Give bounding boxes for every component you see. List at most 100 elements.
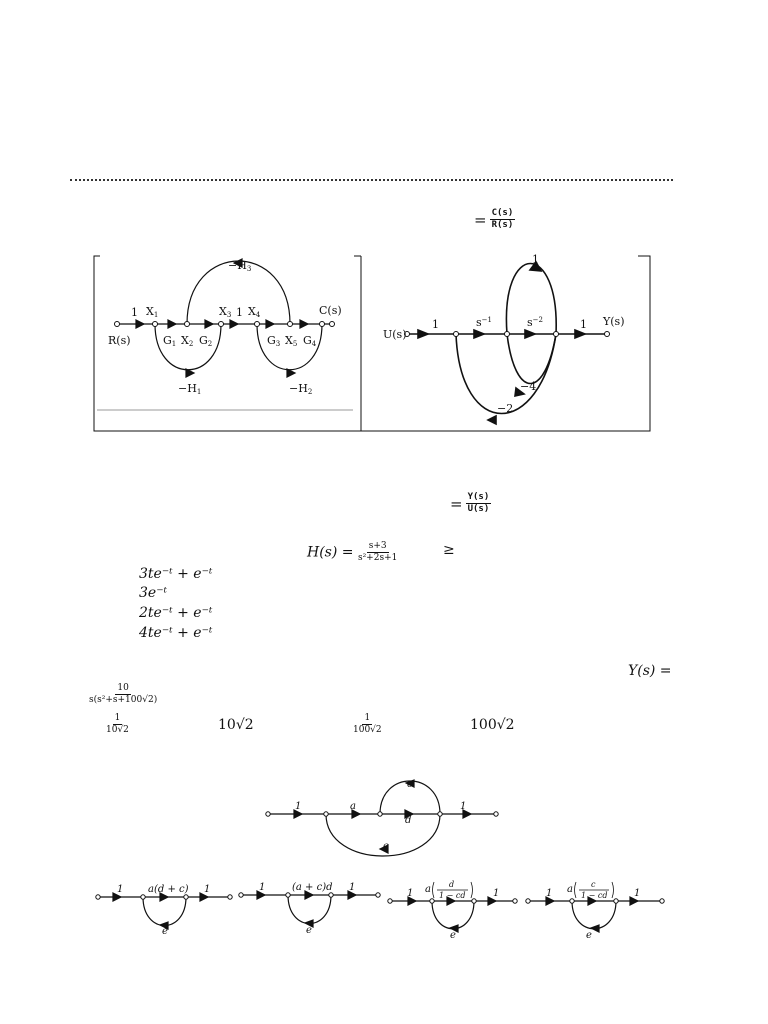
q5-main-c: c xyxy=(407,779,413,790)
q5-opt4-gain-num: c xyxy=(591,880,596,889)
q5-opt4-gain-a: a xyxy=(567,884,573,895)
q4-option-d[interactable]: 100√2 xyxy=(470,717,515,733)
q4-option-b[interactable]: 10√2 xyxy=(218,717,254,733)
q5-opt4-e: e xyxy=(586,930,592,941)
q5-opt4-gain-den: 1 − cd xyxy=(581,891,607,900)
q5-option-2-graph[interactable]: 1 (a + c)d 1 e xyxy=(238,882,381,936)
q5-opt1-e: e xyxy=(162,926,168,937)
left-signal-flow-graph xyxy=(117,258,330,378)
arrow-icon xyxy=(514,386,526,398)
label-g3: G3 xyxy=(267,334,280,348)
q3-geq-symbol: ≥ xyxy=(443,542,455,558)
q5-main-e: e xyxy=(383,841,389,852)
label-g4: G4 xyxy=(303,334,317,348)
q5-opt2-gain: (a + c)d xyxy=(292,882,333,893)
q2-ratio-denominator: U(s) xyxy=(467,504,490,514)
label-g2: G2 xyxy=(199,334,212,348)
node-r1 xyxy=(453,331,459,337)
q1-ratio-denominator: R(s) xyxy=(491,220,514,230)
q3-option-3[interactable]: 2te⁻ᵗ + e⁻ᵗ xyxy=(139,605,213,621)
q5-main-d: d xyxy=(405,815,411,826)
node-r2 xyxy=(504,331,510,337)
q5-main-one-in: 1 xyxy=(295,801,301,812)
q5-opt4-one-in: 1 xyxy=(546,888,552,899)
arrow-icon xyxy=(417,328,431,340)
loop-minus2 xyxy=(455,333,557,415)
label-one-a: 1 xyxy=(131,306,138,319)
q5-main-graph: 1 a c d 1 e xyxy=(265,779,499,857)
q5-opt3-gain-den: 1 − cd xyxy=(439,891,465,900)
label-x5: X5 xyxy=(285,334,297,348)
arrow-icon xyxy=(351,809,362,819)
arrow-icon xyxy=(378,844,389,854)
arrow-icon xyxy=(404,809,415,819)
label-u: U(s) xyxy=(383,328,407,341)
q3-option-2[interactable]: 3e⁻ᵗ xyxy=(139,585,168,601)
node-x4 xyxy=(254,321,260,327)
label-gain-out: 1 xyxy=(580,318,587,331)
q5-main-one-out: 1 xyxy=(460,801,466,812)
q3-option-4[interactable]: 4te⁻ᵗ + e⁻ᵗ xyxy=(139,625,213,641)
label-gain-in: 1 xyxy=(432,318,439,331)
q3-option-1[interactable]: 3te⁻ᵗ + e⁻ᵗ xyxy=(139,566,213,582)
q4-denominator: s(s²+s+100√2) xyxy=(89,695,158,705)
node-c xyxy=(329,321,335,327)
arrow-icon xyxy=(232,258,243,268)
loop-top-1 xyxy=(505,262,557,335)
q4-numerator: 10 xyxy=(115,683,131,695)
arrow-icon xyxy=(204,319,215,329)
q5-opt1-gain: a(d + c) xyxy=(148,884,189,895)
q2-transfer-ratio: =Y(s)U(s) xyxy=(450,492,492,514)
arrow-icon xyxy=(473,328,487,340)
q5-option-1-graph[interactable]: 1 a(d + c) 1 e xyxy=(95,884,233,937)
arrow-icon xyxy=(229,319,240,329)
node-y xyxy=(604,331,610,337)
right-signal-flow-graph xyxy=(407,260,607,426)
q5-opt3-e: e xyxy=(450,930,456,941)
label-x3: X3 xyxy=(219,305,231,319)
label-g1: G1 xyxy=(163,334,176,348)
label-s-inv2: s−2 xyxy=(527,316,543,329)
q3-numerator: s+3 xyxy=(366,541,389,553)
label-h1: −H1 xyxy=(178,382,201,396)
left-labels: R(s) C(s) 1 1 X1 X2 X3 X4 X5 G1 G2 G3 G4… xyxy=(108,259,342,396)
arrow-icon xyxy=(574,328,588,340)
q5-opt3-gain-num: d xyxy=(449,880,454,889)
right-labels: U(s) Y(s) 1 s−1 s−2 1 1 −4 −2 xyxy=(383,253,625,415)
label-y: Y(s) xyxy=(602,315,625,328)
q5-option-4-graph[interactable]: 1 a c 1 − cd 1 e xyxy=(525,880,665,941)
node-x6 xyxy=(319,321,325,327)
label-r: R(s) xyxy=(108,334,131,347)
label-c: C(s) xyxy=(319,304,342,317)
label-x1: X1 xyxy=(146,305,158,319)
q5-main-a: a xyxy=(350,801,356,812)
right-nodes xyxy=(404,331,610,337)
node-x5 xyxy=(287,321,293,327)
node-r xyxy=(114,321,120,327)
arrow-icon xyxy=(524,328,538,340)
q5-option-3-graph[interactable]: 1 a d 1 − cd 1 e xyxy=(387,880,518,941)
q1-ratio-numerator: C(s) xyxy=(489,208,516,220)
label-s-inv: s−1 xyxy=(476,316,492,329)
node-x3 xyxy=(218,321,224,327)
arrow-icon xyxy=(528,260,543,272)
label-x2: X2 xyxy=(181,334,193,348)
q5-opt3-one-out: 1 xyxy=(493,888,499,899)
node-x1 xyxy=(152,321,158,327)
arrow-icon xyxy=(286,368,297,378)
q5-opt2-one-out: 1 xyxy=(349,882,355,893)
arrow-icon xyxy=(299,319,310,329)
arrow-icon xyxy=(404,779,415,788)
q5-opt4-one-out: 1 xyxy=(634,888,640,899)
q5-opt3-gain-a: a xyxy=(425,884,431,895)
arrow-icon xyxy=(185,368,196,378)
node-u xyxy=(404,331,410,337)
label-minus4: −4 xyxy=(520,380,536,393)
q3-lhs: H(s) = xyxy=(307,544,354,561)
